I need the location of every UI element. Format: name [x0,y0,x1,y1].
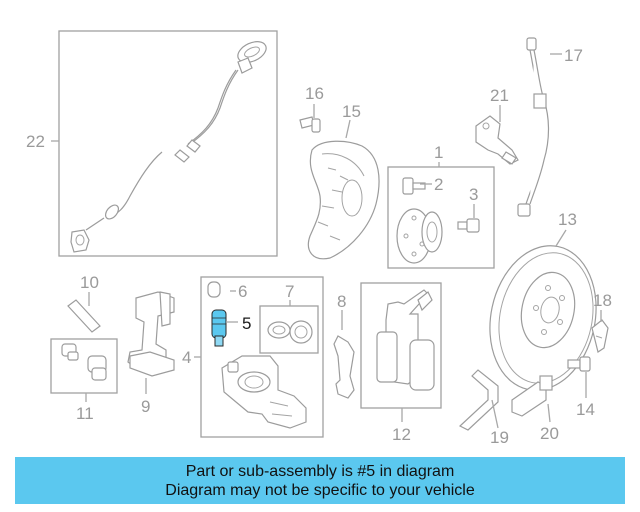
shield-19 [458,369,499,431]
abs-sensor-cable [70,41,267,253]
callout-22: 22 [26,132,45,151]
callout-19: 19 [490,428,509,447]
banner-line-2: Diagram may not be specific to your vehi… [165,481,475,499]
caliper-carrier [127,291,175,377]
leader-lines [51,53,602,429]
part-1-box [387,166,495,269]
callout-16: 16 [305,84,324,103]
seal-kit-7 [267,320,313,344]
callout-12: 12 [392,425,411,444]
guide-pin-10 [67,299,101,333]
callout-20: 20 [540,424,559,443]
callout-5: 5 [242,314,251,333]
wheel-hub [396,208,443,264]
parts-diagram: 22 17 21 16 15 1 2 3 13 10 6 7 8 18 5 4 … [26,30,612,447]
callout-14: 14 [576,400,595,419]
part-12-box [360,282,442,409]
callout-6: 6 [238,282,247,301]
bolt-2 [402,177,426,195]
bolt-16 [299,116,321,133]
part-22-box [58,30,278,257]
clip-18 [591,319,609,353]
callout-7: 7 [285,282,294,301]
callout-21: 21 [490,86,509,105]
brake-pads-12 [376,289,435,391]
banner-line-1: Part or sub-assembly is #5 in diagram [185,462,455,480]
brake-disc [489,245,597,391]
dust-cap-6 [207,281,221,298]
info-banner: Part or sub-assembly is #5 in diagram Di… [15,457,625,504]
part-7-box [259,305,319,354]
callout-3: 3 [469,185,478,204]
callout-10: 10 [80,273,99,292]
spring-clip-8 [333,335,355,399]
callout-9: 9 [141,397,150,416]
bolt-14 [567,356,591,372]
caliper-body [221,355,307,429]
shield-20 [511,375,553,417]
callout-17: 17 [564,46,583,65]
part-11-box [50,338,118,394]
splash-shield [307,140,380,260]
callout-15: 15 [342,102,361,121]
bleeder-screw-5 [211,309,227,347]
callout-11: 11 [76,404,94,423]
callout-18: 18 [593,291,612,310]
callout-4: 4 [182,348,191,367]
bolt-3 [457,218,480,233]
callout-8: 8 [337,292,346,311]
brake-hose [517,37,550,217]
callout-1: 1 [434,143,443,162]
bracket-21 [475,115,519,165]
callout-2: 2 [434,175,443,194]
sleeves-11 [61,343,107,381]
callout-13: 13 [558,210,577,229]
